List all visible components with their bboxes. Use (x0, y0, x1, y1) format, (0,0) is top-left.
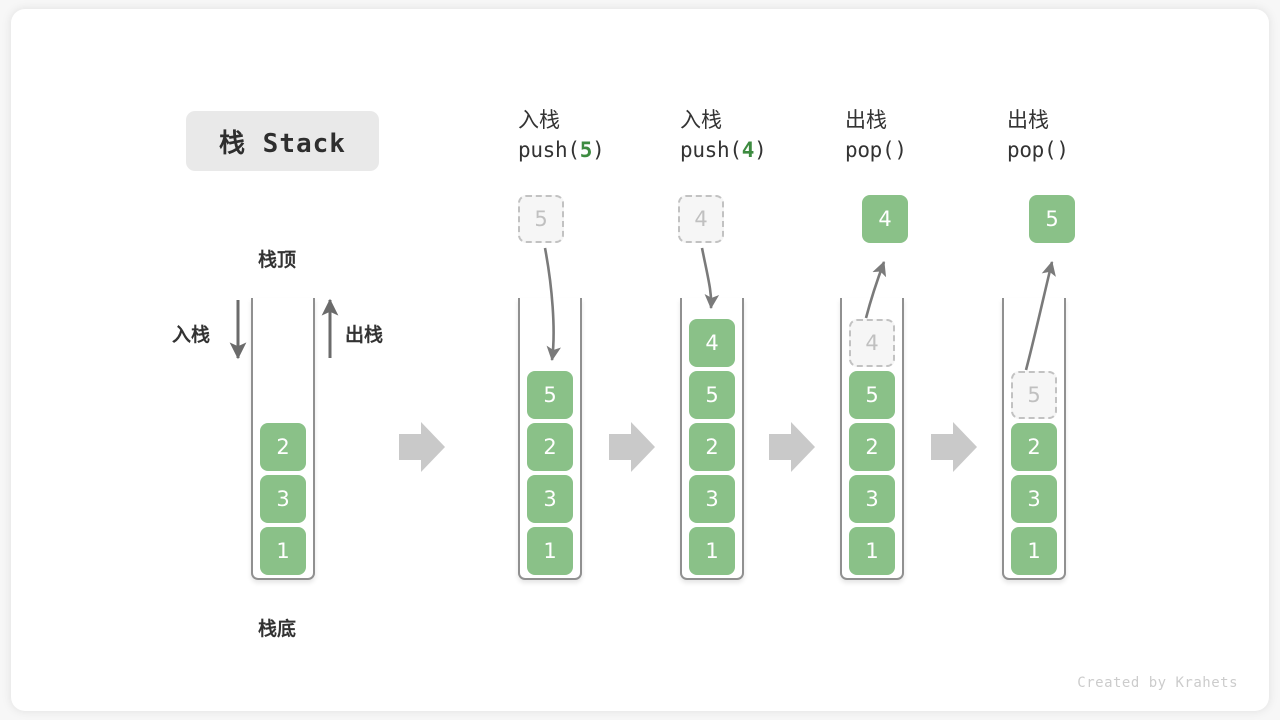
stack-cell: 1 (1011, 527, 1057, 575)
stack-cell: 2 (527, 423, 573, 471)
floating-popped-cell: 5 (1029, 195, 1075, 243)
op-code-prefix: push( (518, 137, 580, 162)
label-pop-side: 出栈 (345, 324, 384, 346)
page-title: 栈 Stack (186, 111, 379, 171)
stack-cell: 1 (260, 527, 306, 575)
op-code-suffix: ) (592, 137, 605, 162)
op-code-prefix: pop( (1007, 137, 1057, 162)
op-code-suffix: ) (894, 137, 907, 162)
op-header-pop-4: 出栈 pop() (845, 106, 907, 166)
op-header-code: push(5) (518, 136, 605, 166)
op-header-code: pop() (845, 136, 907, 166)
op-header-cjk: 出栈 (845, 108, 887, 132)
label-stack-bottom: 栈底 (258, 618, 297, 640)
stack-cell: 2 (1011, 423, 1057, 471)
stack-cell-ghost: 4 (849, 319, 895, 367)
stack-cell: 2 (689, 423, 735, 471)
label-push-side: 入栈 (172, 324, 211, 346)
stack-cell: 3 (1011, 475, 1057, 523)
label-stack-top: 栈顶 (258, 249, 297, 271)
stack-cell: 3 (689, 475, 735, 523)
stack-cell: 2 (260, 423, 306, 471)
op-code-prefix: pop( (845, 137, 895, 162)
stack-cell: 3 (849, 475, 895, 523)
op-header-cjk: 入栈 (680, 108, 722, 132)
op-header-pop-5: 出栈 pop() (1007, 106, 1069, 166)
op-code-prefix: push( (680, 137, 742, 162)
op-header-code: pop() (1007, 136, 1069, 166)
stack-cell: 5 (849, 371, 895, 419)
floating-ghost-cell: 5 (518, 195, 564, 243)
stack-cell: 1 (527, 527, 573, 575)
stack-cell: 1 (689, 527, 735, 575)
op-header-cjk: 出栈 (1007, 108, 1049, 132)
op-code-suffix: ) (1056, 137, 1069, 162)
op-header-code: push(4) (680, 136, 767, 166)
stack-cell: 3 (260, 475, 306, 523)
footer-credit: Created by Krahets (1077, 675, 1238, 691)
stack-cell: 4 (689, 319, 735, 367)
op-code-suffix: ) (754, 137, 767, 162)
op-code-arg: 5 (579, 137, 593, 162)
stack-cell: 2 (849, 423, 895, 471)
floating-ghost-cell: 4 (678, 195, 724, 243)
stack-cell-ghost: 5 (1011, 371, 1057, 419)
floating-popped-cell: 4 (862, 195, 908, 243)
stack-cell: 1 (849, 527, 895, 575)
op-header-push-5: 入栈 push(5) (518, 106, 605, 166)
stack-cell: 5 (527, 371, 573, 419)
op-header-push-4: 入栈 push(4) (680, 106, 767, 166)
op-header-cjk: 入栈 (518, 108, 560, 132)
stack-cell: 5 (689, 371, 735, 419)
op-code-arg: 4 (741, 137, 755, 162)
stack-cell: 3 (527, 475, 573, 523)
